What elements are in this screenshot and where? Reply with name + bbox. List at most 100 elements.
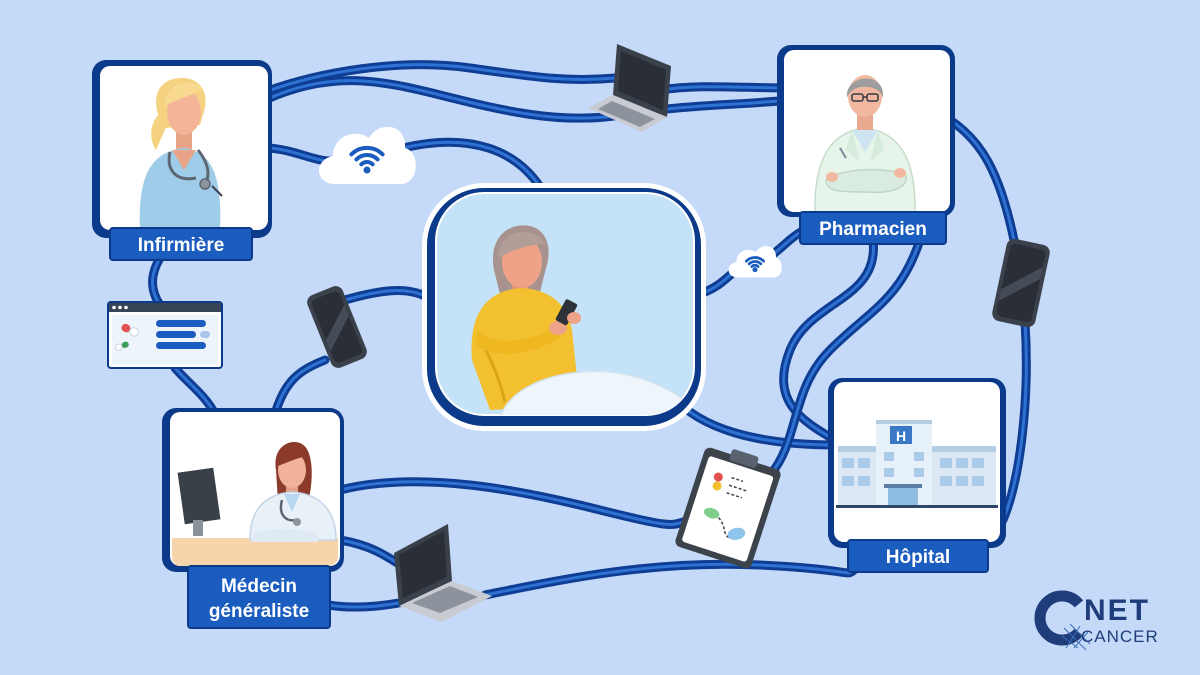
cloud-wifi-icon — [318, 126, 416, 184]
label-box — [109, 227, 253, 261]
laptop-keyboard — [598, 101, 655, 127]
window-dot — [112, 305, 116, 310]
doctor-label: Médecin généraliste — [187, 565, 331, 629]
laptop-keyboard — [412, 586, 478, 613]
window-dot — [118, 305, 122, 310]
hair-fringe — [164, 82, 202, 106]
hospital-sign — [890, 426, 912, 444]
hair-fringe — [278, 449, 306, 466]
hospital-label: Hôpital — [847, 539, 989, 573]
monitor-stand — [193, 520, 203, 536]
window — [842, 476, 854, 486]
patient-card — [422, 183, 706, 431]
neck — [857, 112, 873, 132]
clipboard-icon — [675, 447, 781, 569]
patient-illustration — [471, 225, 694, 415]
window — [940, 476, 952, 486]
capsule-icon — [121, 323, 140, 337]
arm — [476, 328, 560, 355]
hand — [567, 312, 581, 324]
scrubs — [139, 148, 221, 230]
capsule-icon — [712, 472, 723, 491]
nurse-label-text: Infirmière — [138, 235, 225, 256]
pill-icon — [703, 507, 720, 519]
lab-coat — [249, 491, 337, 541]
logo-c-mark — [1034, 590, 1084, 646]
window — [972, 476, 984, 486]
smartphone-in-hand — [555, 299, 578, 326]
capsule-half — [129, 327, 140, 337]
laptop-icon — [394, 524, 492, 622]
wifi-icon — [349, 145, 385, 167]
clipboard-clip — [729, 449, 759, 468]
wifi-dot — [363, 166, 371, 174]
shirt — [852, 130, 878, 152]
pharmacist-label: Pharmacien — [799, 211, 947, 245]
pen — [839, 147, 847, 159]
connection-line-highlight — [948, 118, 1017, 247]
label-box — [847, 539, 989, 573]
hospital-card: H Hôpital — [828, 378, 1006, 573]
hospital-building-illustration: H — [836, 420, 998, 508]
wifi-arc — [359, 160, 375, 167]
laptop-screen — [618, 51, 666, 110]
entrance-awning — [884, 484, 922, 488]
net-cancer-logo: NET CANCER — [1034, 590, 1159, 651]
desk — [172, 538, 338, 566]
hand — [549, 321, 567, 335]
window — [884, 452, 894, 461]
hand — [894, 168, 906, 178]
v-neck — [172, 150, 196, 170]
window-dot — [124, 305, 128, 310]
window — [956, 458, 968, 468]
doctor-label-line2: généraliste — [209, 601, 309, 622]
entrance-door — [888, 488, 918, 505]
capsule-half — [713, 472, 723, 482]
clipboard-connector — [717, 517, 730, 539]
browser-title-bar — [109, 303, 221, 312]
windows — [842, 458, 984, 486]
ponytail — [151, 112, 168, 150]
window — [956, 476, 968, 486]
window — [884, 468, 894, 477]
doctor-card: Médecin généraliste — [162, 408, 344, 629]
crossed-arms — [825, 168, 907, 194]
logo-cancer-text: CANCER — [1081, 627, 1159, 646]
window — [914, 468, 924, 477]
doctor-illustration — [172, 441, 338, 566]
hair — [846, 78, 884, 98]
browser-window-icon — [107, 301, 223, 369]
pharmacist-label-text: Pharmacien — [819, 219, 927, 240]
wifi-arc — [745, 256, 765, 263]
window — [858, 476, 870, 486]
hair-fringe — [498, 231, 546, 258]
window — [940, 458, 952, 468]
doctor-label-line1: Médecin — [221, 576, 297, 597]
connection-line — [950, 120, 1015, 245]
label-box — [187, 565, 331, 629]
phone-screen-glare — [998, 267, 1043, 301]
smartphone-icon — [307, 286, 367, 368]
clipboard-paper — [682, 456, 774, 562]
cloud-wifi-icon — [728, 245, 782, 278]
capsule-half — [712, 481, 722, 491]
pharmacist-card: Pharmacien — [777, 45, 955, 245]
text-line — [156, 342, 206, 349]
window — [842, 458, 854, 468]
hand — [826, 172, 838, 182]
window — [858, 458, 870, 468]
capsule-half — [121, 341, 129, 348]
hospital-label-text: Hôpital — [886, 547, 950, 568]
text-line — [156, 320, 206, 327]
pen — [211, 185, 223, 197]
lapels — [846, 130, 884, 162]
label-box — [799, 211, 947, 245]
nurse-card: Infirmière — [92, 60, 272, 261]
logo-mesh — [1061, 623, 1091, 651]
wifi-arc — [750, 263, 760, 268]
capsule-half — [121, 323, 131, 333]
hospital-sign-letter: H — [896, 428, 906, 444]
wifi-icon — [745, 256, 765, 268]
